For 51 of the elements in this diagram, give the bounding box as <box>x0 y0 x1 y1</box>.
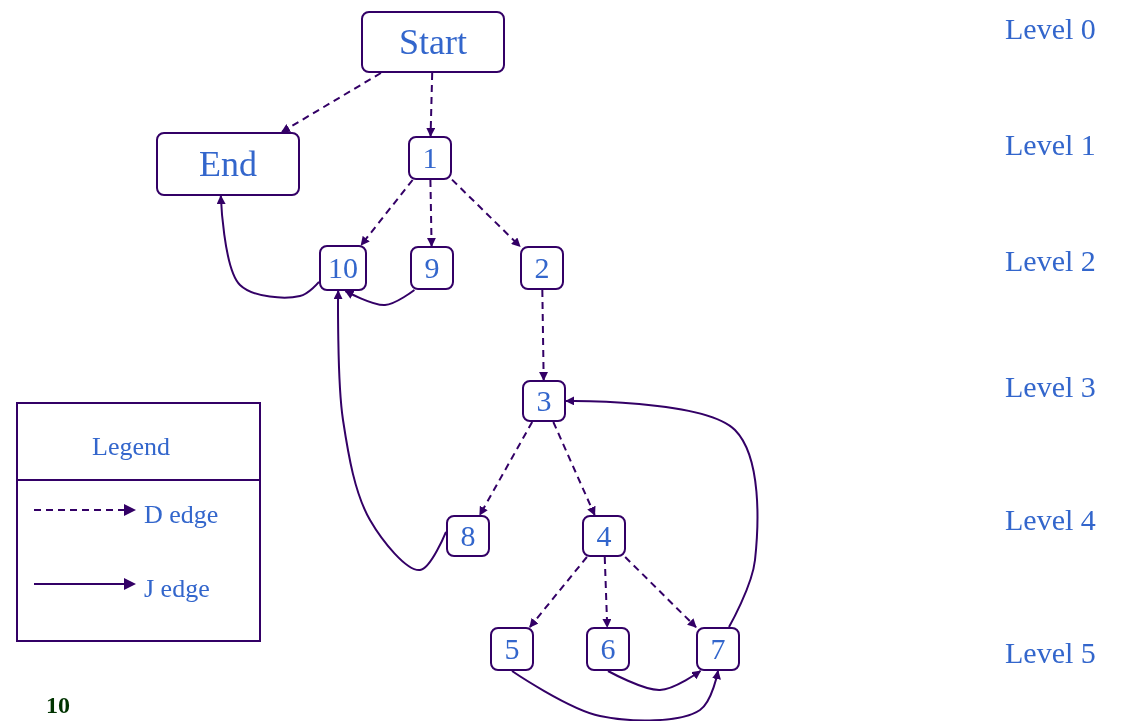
node-box <box>520 246 564 290</box>
arrow <box>216 195 320 299</box>
node-label: 2 <box>534 253 550 283</box>
arrow <box>565 396 759 628</box>
node-box <box>156 132 300 196</box>
arrow <box>451 178 521 248</box>
node-box <box>408 136 452 180</box>
arrow <box>280 72 382 133</box>
arrow <box>426 72 436 137</box>
node-label: 5 <box>504 634 520 664</box>
node-label: 6 <box>600 634 616 664</box>
level-label: Level 3 <box>1005 370 1096 404</box>
node-label: 1 <box>422 143 438 173</box>
arrow <box>607 670 702 691</box>
node-label: 7 <box>710 634 726 664</box>
arrow <box>624 556 697 629</box>
arrow <box>511 670 721 721</box>
level-label: Level 2 <box>1005 244 1096 278</box>
level-label: Level 4 <box>1005 503 1096 537</box>
level-label: Level 5 <box>1005 636 1096 670</box>
node-label: 9 <box>424 253 440 283</box>
node-box <box>446 515 490 557</box>
arrow <box>528 556 588 628</box>
node-label: 3 <box>536 386 552 416</box>
legend-label: J edge <box>144 574 210 604</box>
node-label: Start <box>399 24 467 60</box>
page-number: 10 <box>46 692 70 719</box>
node-box <box>319 245 367 291</box>
arrow <box>344 289 416 306</box>
node-label: 4 <box>596 521 612 551</box>
arrow <box>478 421 534 516</box>
node-box <box>490 627 534 671</box>
node-box <box>586 627 630 671</box>
node-box <box>522 380 566 422</box>
arrow <box>360 179 414 246</box>
node-box <box>361 11 505 73</box>
node-label: 8 <box>460 521 476 551</box>
arrow <box>426 179 436 247</box>
arrow <box>552 421 596 516</box>
arrow <box>333 290 447 571</box>
arrow <box>602 556 612 628</box>
node-box <box>410 246 454 290</box>
node-label: End <box>199 146 257 182</box>
node-box <box>582 515 626 557</box>
node-label: 10 <box>328 253 358 283</box>
arrow <box>539 289 549 381</box>
node-box <box>696 627 740 671</box>
level-label: Level 1 <box>1005 128 1096 162</box>
legend-label: D edge <box>144 500 219 530</box>
legend-title: Legend <box>92 432 170 462</box>
level-label: Level 0 <box>1005 12 1096 46</box>
